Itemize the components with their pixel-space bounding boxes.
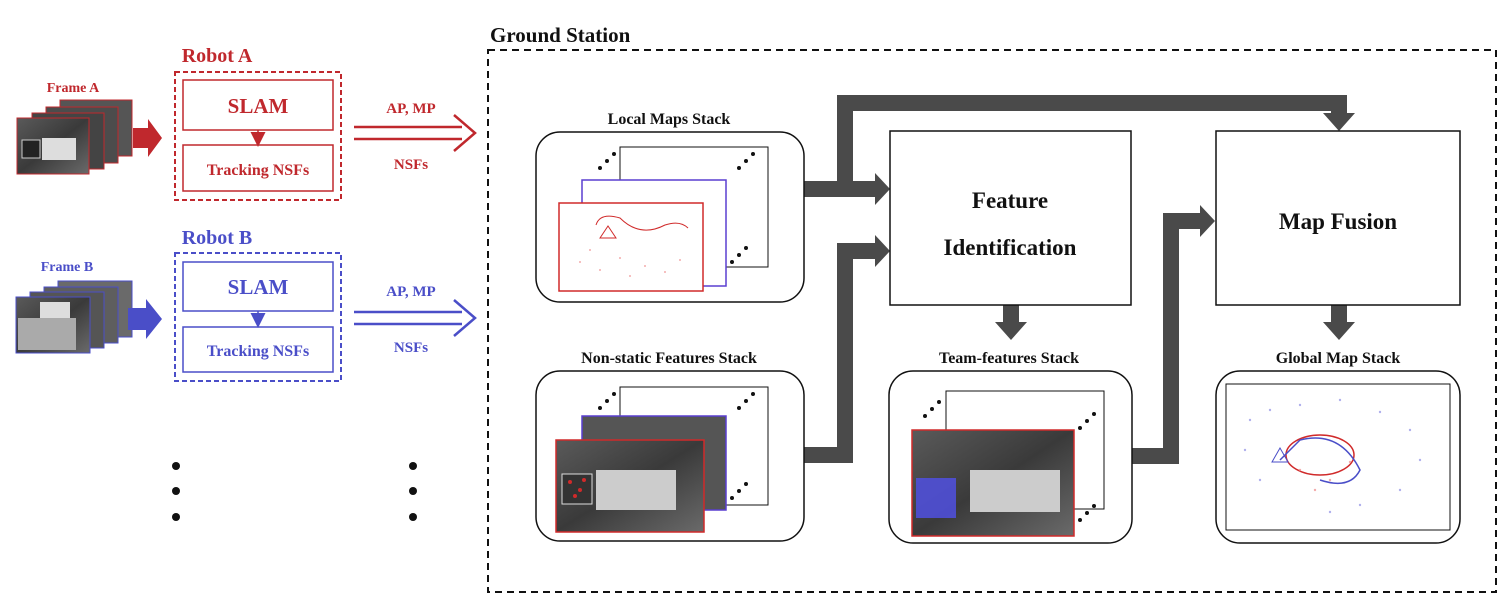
robot-a-double-arrow <box>354 114 477 152</box>
local-maps-stack: Local Maps Stack <box>535 111 805 303</box>
robot-b-tracking-box <box>182 326 334 373</box>
frame-b-arrow <box>128 299 162 339</box>
feature-identification-line2: Identification <box>944 235 1077 260</box>
robot-b-group: Frame B Robot B SLAM Tracking NSFs AP, M… <box>15 227 477 382</box>
feature-identification-box <box>889 130 1132 306</box>
robot-a-output-bottom: NSFs <box>394 157 428 173</box>
team-features-label: Team-features Stack <box>939 350 1079 367</box>
nonstatic-features-stack: Non-static Features Stack <box>535 350 805 542</box>
robot-b-double-arrow <box>354 299 477 337</box>
frame-a-arrow <box>133 119 162 157</box>
robot-a-slam-label: SLAM <box>228 94 289 118</box>
robot-b-tracking-label: Tracking NSFs <box>207 343 309 360</box>
robot-b-output-bottom: NSFs <box>394 340 428 356</box>
team-features-stack: Team-features Stack <box>888 350 1133 544</box>
robot-b-output-top: AP, MP <box>386 284 435 300</box>
nonstatic-label: Non-static Features Stack <box>581 350 757 367</box>
ground-station-title: Ground Station <box>490 23 631 47</box>
robot-b-box <box>174 252 342 382</box>
global-map-label: Global Map Stack <box>1276 350 1401 367</box>
feature-identification-line1: Feature <box>972 188 1048 213</box>
more-robots-ellipsis <box>172 462 417 521</box>
frame-b-label: Frame B <box>41 260 93 275</box>
robot-b-slam-label: SLAM <box>228 275 289 299</box>
ground-station-box <box>487 49 1497 593</box>
robot-a-box <box>174 71 342 201</box>
frame-a-stack <box>16 99 133 175</box>
global-map-stack: Global Map Stack <box>1215 350 1461 544</box>
frame-a-label: Frame A <box>47 81 100 96</box>
robot-a-tracking-box <box>182 144 334 192</box>
local-maps-label: Local Maps Stack <box>608 111 731 128</box>
robot-a-tracking-label: Tracking NSFs <box>207 162 309 179</box>
robot-a-title: Robot A <box>182 45 253 67</box>
frame-b-stack <box>15 280 133 354</box>
robot-a-group: Frame A Robot A SLAM Tracking NSFs AP, M… <box>16 45 477 201</box>
robot-b-title: Robot B <box>182 227 253 249</box>
robot-a-output-top: AP, MP <box>386 101 435 117</box>
flow-arrows <box>803 95 1355 464</box>
map-fusion-box <box>1215 130 1461 306</box>
map-fusion-label: Map Fusion <box>1279 209 1397 234</box>
